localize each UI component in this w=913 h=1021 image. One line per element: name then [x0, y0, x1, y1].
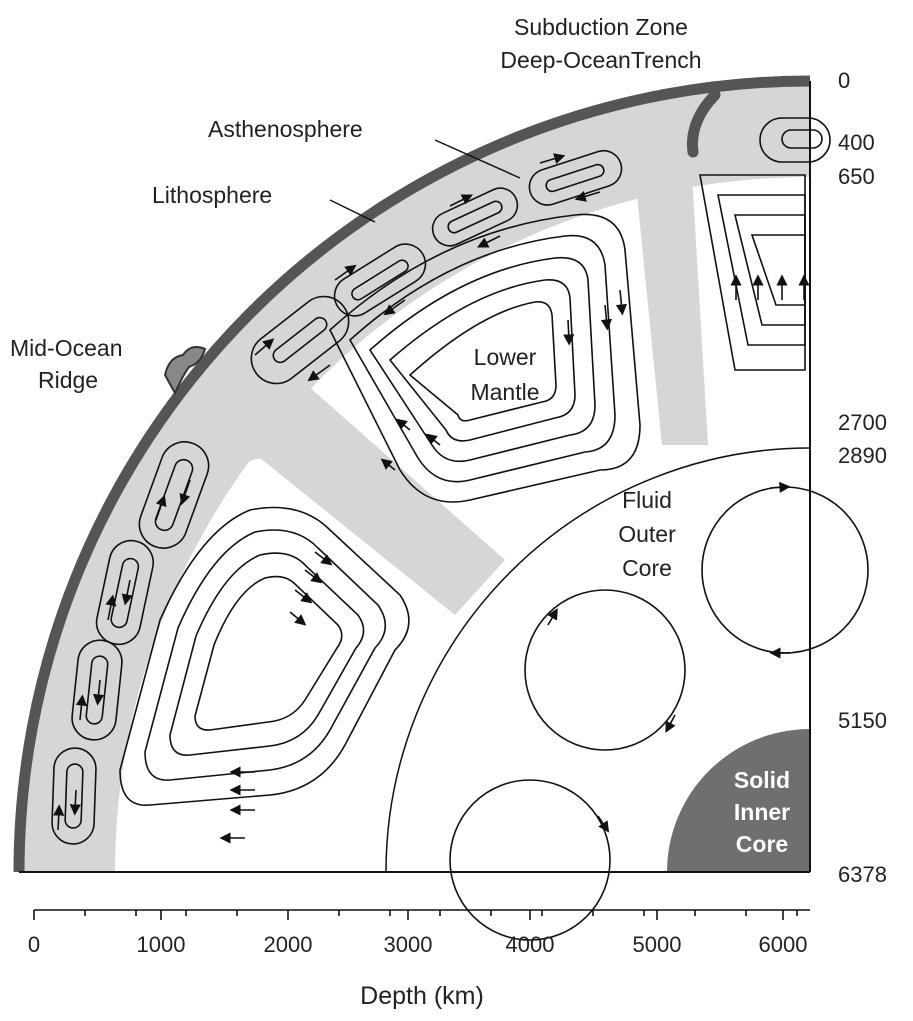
label-subduction-zone: Subduction Zone: [514, 14, 688, 40]
label-fluid: Fluid: [622, 487, 672, 513]
label-solid: Solid: [734, 767, 790, 793]
label-inner-core: Core: [736, 831, 788, 857]
label-inner: Inner: [734, 799, 790, 825]
x-axis-title: Depth (km): [360, 982, 484, 1010]
label-outer: Outer: [618, 521, 676, 547]
label-core: Core: [622, 555, 672, 581]
x-tick-3000: 3000: [384, 932, 433, 957]
x-axis: [34, 910, 810, 920]
depth-marker-2700: 2700: [838, 410, 887, 435]
depth-marker-2890: 2890: [838, 443, 887, 468]
depth-marker-5150: 5150: [838, 708, 887, 733]
label-lower: Lower: [474, 344, 537, 370]
x-tick-5000: 5000: [633, 932, 682, 957]
x-tick-0: 0: [28, 932, 40, 957]
label-trench: Deep-OceanTrench: [500, 47, 701, 73]
x-tick-2000: 2000: [264, 932, 313, 957]
depth-marker-6378: 6378: [838, 862, 887, 887]
label-lithosphere: Lithosphere: [152, 182, 272, 208]
depth-marker-650: 650: [838, 164, 875, 189]
x-tick-6000: 6000: [759, 932, 808, 957]
x-tick-1000: 1000: [137, 932, 186, 957]
label-ridge: Ridge: [38, 367, 98, 393]
x-tick-4000: 4000: [506, 932, 555, 957]
label-mid-ocean: Mid-Ocean: [10, 335, 122, 361]
depth-marker-400: 400: [838, 130, 875, 155]
label-mantle: Mantle: [470, 379, 539, 405]
label-asthenosphere: Asthenosphere: [208, 116, 363, 142]
depth-marker-0: 0: [838, 68, 850, 93]
